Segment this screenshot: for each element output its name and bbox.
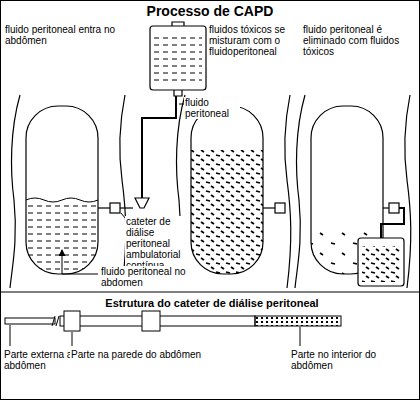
section-heading: Estrutura do cateter de diálise peritone… <box>2 297 420 310</box>
torso-1 <box>10 95 133 288</box>
catheter <box>5 311 341 346</box>
part-label: Parte na parede do abdômen <box>70 349 220 360</box>
torso-2 <box>175 95 291 288</box>
callout: cateter de diálise peritoneal ambulatori… <box>125 216 189 271</box>
callout: fluido peritoneal <box>184 97 240 119</box>
drain-bag <box>358 208 404 286</box>
part-label: Parte no interior do abdômen <box>290 349 408 371</box>
torso-3 <box>295 95 411 288</box>
note: fluido peritoneal entra no abdômen <box>4 24 124 46</box>
note: fluidos tóxicos se misturam com o fluido… <box>208 24 300 57</box>
callout: fluido peritoneal no abdomen <box>100 266 190 288</box>
note: fluido peritoneal é eliminado com fluido… <box>302 24 414 57</box>
title: Processo de CAPD <box>0 3 420 19</box>
separator <box>0 291 420 292</box>
